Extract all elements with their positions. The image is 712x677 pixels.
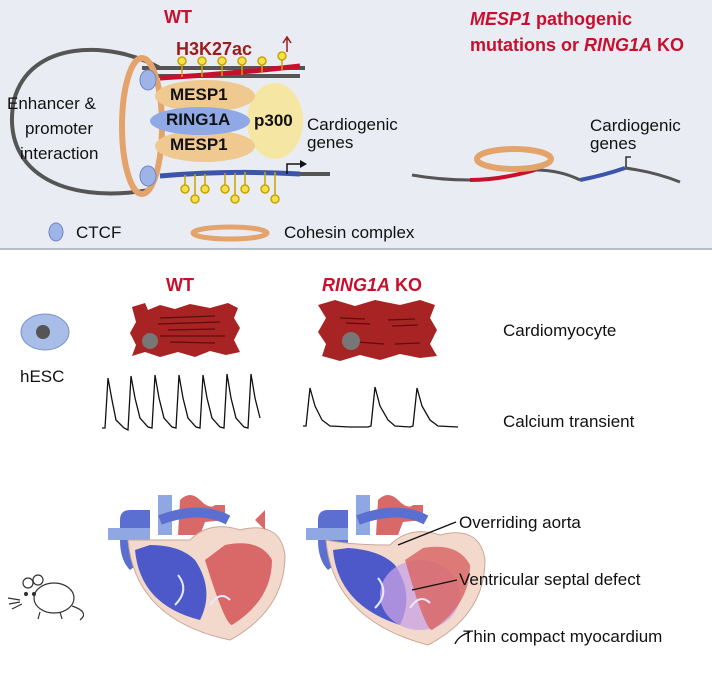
tss-arrow-icon: [286, 163, 300, 174]
acetyl-marks-bottom: [180, 172, 280, 204]
acetyl-marks-top: [177, 51, 287, 77]
ring1a-gene-name: RING1A: [584, 35, 653, 55]
genes-left-line2: genes: [307, 133, 354, 152]
top-mutant-title-line1: MESP1 pathogenic: [470, 9, 633, 30]
ctcf-icon: [139, 165, 157, 187]
wt-heart: [108, 495, 286, 641]
genes-right-line2: genes: [590, 134, 637, 153]
wt-cardiomyocyte: [130, 303, 240, 357]
ring1a-label: RING1A: [166, 110, 231, 129]
ko-heart: [306, 495, 486, 646]
tss-arrow-icon: [625, 156, 631, 167]
h3k27ac-label: H3K27ac: [176, 39, 253, 59]
p300-label: p300: [254, 111, 293, 130]
mesp1-gene-name: MESP1: [470, 9, 532, 29]
callout-line-aorta: [397, 521, 457, 546]
calcium-transient-label: Calcium transient: [503, 412, 635, 431]
p300-protein: [247, 83, 303, 159]
genes-right-line1: Cardiogenic: [590, 116, 681, 135]
loop-label-line2: promoter: [25, 119, 94, 138]
loop-label-line3: interaction: [20, 144, 99, 163]
mutant-title-rest: pathogenic: [531, 9, 633, 29]
callout-line-myocardium: [454, 631, 471, 645]
mutant-title-pre: mutations or: [470, 35, 585, 55]
panel-divider: [0, 248, 712, 250]
thin-myocardium-label: Thin compact myocardium: [463, 627, 663, 646]
legend-ctcf-label: CTCF: [76, 223, 122, 242]
top-panel: [0, 0, 712, 248]
bottom-ko-title: RING1A KO: [322, 275, 423, 296]
mesp1-bottom-protein: [155, 130, 255, 162]
hesc-label: hESC: [20, 367, 65, 386]
chromatin-loop: [10, 47, 330, 196]
callout-line-vsd: [411, 579, 458, 591]
promoter-dna: [159, 169, 301, 179]
top-mutant-title-line2: mutations or RING1A KO: [470, 35, 685, 56]
mutant-title-post: KO: [652, 35, 685, 55]
ring1a-protein: [150, 107, 250, 135]
ko-title-post: KO: [390, 275, 423, 295]
up-arrow-icon: [282, 35, 292, 52]
ko-calcium-trace: [303, 386, 459, 428]
ko-gene-name: RING1A: [322, 275, 391, 295]
cardiomyocyte-label: Cardiomyocyte: [503, 321, 617, 340]
legend-cohesin-label: Cohesin complex: [284, 223, 415, 242]
overriding-aorta-label: Overriding aorta: [459, 513, 581, 532]
top-wt-title: WT: [164, 7, 192, 27]
mesp1-top-protein: [155, 80, 255, 112]
cohesin-ring-icon: [474, 146, 554, 172]
ctcf-icon: [48, 222, 64, 242]
genes-left-line1: Cardiogenic: [307, 115, 398, 134]
mouse-icon: [7, 574, 85, 621]
mesp1-top-label: MESP1: [170, 85, 228, 104]
vsd-label: Ventricular septal defect: [459, 570, 641, 589]
mesp1-bottom-label: MESP1: [170, 135, 228, 154]
loop-label-line1: Enhancer &: [7, 94, 96, 113]
ctcf-icon: [139, 69, 157, 91]
mutant-dna: [411, 166, 681, 184]
bottom-wt-title: WT: [166, 275, 194, 295]
wt-calcium-trace: [102, 373, 261, 432]
enhancer-dna: [159, 63, 301, 81]
cohesin-ring-icon: [190, 224, 270, 242]
ko-cardiomyocyte: [318, 300, 437, 361]
